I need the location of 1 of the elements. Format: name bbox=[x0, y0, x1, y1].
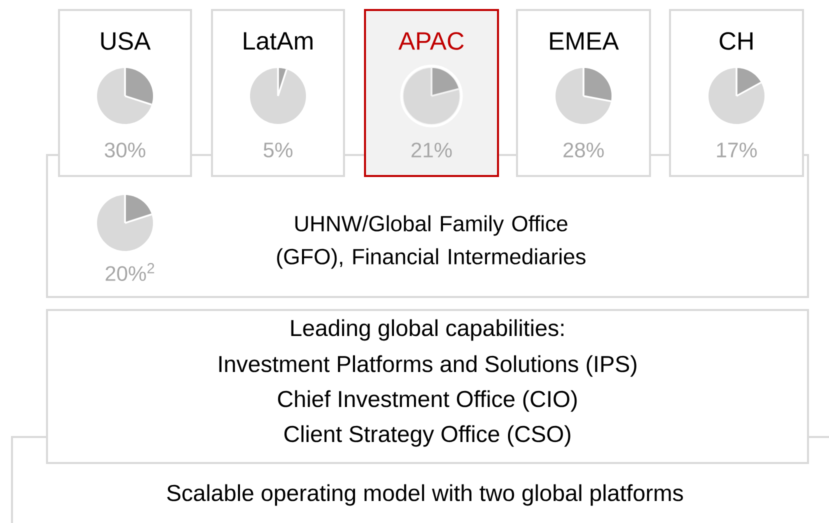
capabilities-box: Leading global capabilities: Investment Platforms and Solutions (IPS) Chief Investment Office (CIO) Client Strategy Office (CSO) bbox=[46, 309, 809, 464]
